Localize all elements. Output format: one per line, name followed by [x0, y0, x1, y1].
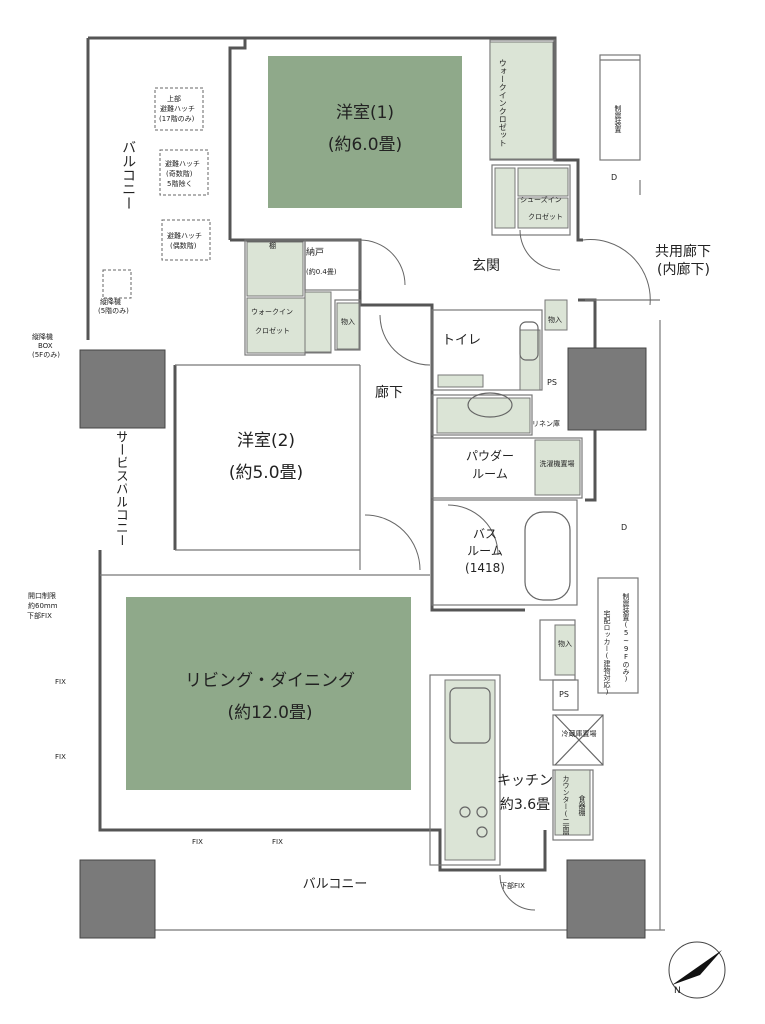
- delivery-box: 宅配ロッカー(建物対応): [603, 610, 612, 695]
- room-powder-2: ルーム: [472, 467, 508, 481]
- room-kitchen-name: キッチン: [497, 773, 553, 789]
- balcony-left: バルコニー: [120, 140, 137, 210]
- room-living-name: リビング・ダイニング: [185, 671, 355, 691]
- fix-bottom-3: 下部FIX: [500, 882, 525, 890]
- shoes-1: シューズイン: [520, 196, 562, 204]
- columns: [79, 347, 647, 939]
- ladder-box-2: BOX: [38, 342, 53, 350]
- walkin-left-1: ウォークイン: [251, 308, 293, 316]
- room-western-2-area: (約5.0畳): [228, 463, 304, 483]
- shelf-label: 棚: [269, 242, 276, 250]
- room-kitchen-area: 約3.6畳: [499, 797, 551, 813]
- meter-right: 制震装置(5~9Fのみ): [622, 592, 631, 683]
- hall-1: 共用廊下: [655, 244, 711, 260]
- fridge-label: 冷蔵庫置場: [561, 730, 597, 738]
- linen-label: リネン庫: [532, 420, 560, 428]
- monoire-1: 物入: [341, 318, 355, 326]
- shoes-2: クロゼット: [528, 213, 563, 221]
- balcony-bottom: バルコニー: [302, 877, 368, 892]
- room-western-2-name: 洋室(2): [236, 431, 296, 451]
- nando-1: 納戸: [306, 248, 325, 258]
- opening-2: 約60mm: [28, 602, 58, 610]
- storage-areas: [246, 41, 591, 861]
- fix-left-2: FIX: [55, 753, 66, 761]
- hatch-mid-2: (奇数階): [166, 170, 193, 178]
- room-bath-1: バス: [472, 527, 498, 541]
- room-western-1-area: (約6.0畳): [327, 135, 403, 155]
- hatch-upper-3: (17階のみ): [159, 115, 195, 123]
- room-living-area: (約12.0畳): [227, 703, 313, 723]
- ladder-box-3: (5Fのみ): [32, 351, 60, 359]
- balcony-service: サービスバルコニー: [112, 430, 127, 545]
- ladder-2: (5階のみ): [98, 307, 129, 315]
- room-fills: [126, 56, 462, 790]
- walkin-left-2: クロゼット: [255, 327, 290, 335]
- opening-3: 下部FIX: [27, 612, 52, 620]
- dish-1: 食器棚: [578, 794, 587, 816]
- fix-bottom-2: FIX: [272, 838, 283, 846]
- fixtures: [449, 321, 604, 838]
- d-mark-1: D: [611, 173, 618, 182]
- doors: [359, 229, 651, 911]
- room-bath-3: (1418): [465, 561, 505, 575]
- opening-1: 開口制限: [28, 592, 56, 600]
- hatch-mid-1: 避難ハッチ: [165, 160, 200, 168]
- meter-top: 制震装置: [614, 105, 623, 133]
- hatch-low-1: 避難ハッチ: [167, 232, 202, 240]
- ps-label-1: PS: [547, 378, 557, 387]
- north-arrow: [668, 941, 726, 999]
- room-western-1-name: 洋室(1): [335, 103, 395, 123]
- partitions: [100, 39, 665, 931]
- room-corridor: 廊下: [375, 385, 403, 401]
- room-entrance: 玄関: [472, 258, 500, 274]
- hatch-upper-2: 避難ハッチ: [160, 105, 195, 113]
- north-label: N: [674, 986, 681, 996]
- monoire-3: 物入: [558, 640, 572, 648]
- room-powder-1: パウダー: [465, 449, 515, 463]
- ladder-1: 縦降機: [100, 298, 121, 306]
- d-mark-2: D: [621, 523, 628, 532]
- dish-2: カウンター(二面開き): [562, 775, 571, 835]
- hall-2: (内廊下): [657, 262, 710, 278]
- fix-left-1: FIX: [55, 678, 66, 686]
- ladder-box-1: 縦降機: [32, 333, 53, 341]
- hatch-mid-3: 5階除く: [167, 180, 193, 188]
- monoire-2: 物入: [548, 316, 562, 324]
- washer-label: 洗濯機置場: [539, 460, 575, 468]
- room-toilet: トイレ: [442, 333, 482, 348]
- fix-bottom-1: FIX: [192, 838, 203, 846]
- walkin-top: ウォークインクロゼット: [498, 59, 508, 147]
- ps-label-2: PS: [559, 690, 569, 699]
- hatch-low-2: (偶数階): [170, 242, 197, 250]
- nando-2: (約0.4畳): [306, 268, 337, 276]
- room-bath-2: ルーム: [467, 544, 503, 558]
- hatches: [102, 87, 211, 299]
- hatch-upper-1: 上部: [167, 95, 181, 103]
